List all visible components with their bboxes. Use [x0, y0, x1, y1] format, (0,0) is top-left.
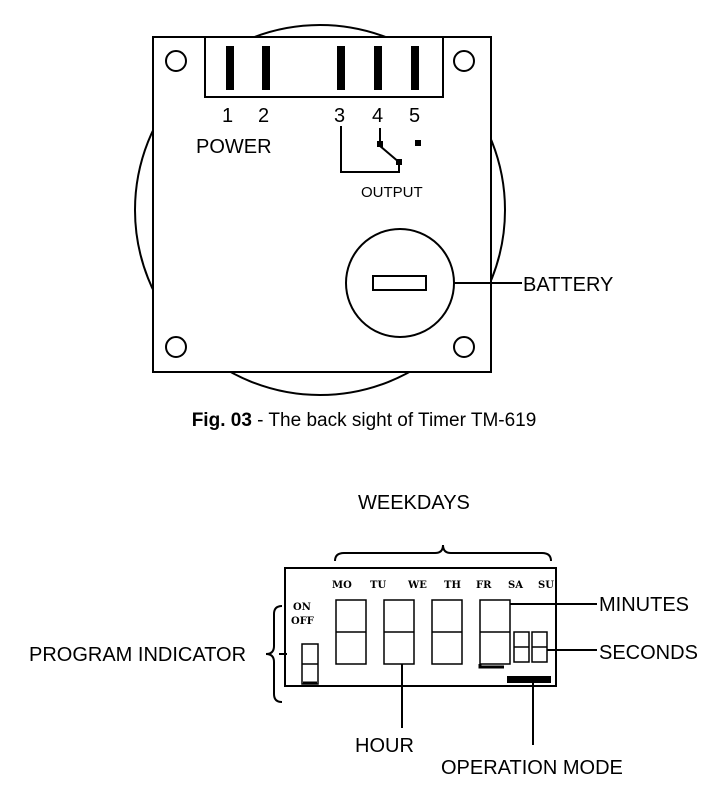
leader-lines — [279, 603, 597, 745]
day-label-tu: TU — [370, 580, 386, 591]
minute-digit-1 — [431, 599, 463, 665]
terminal-number-3: 3 — [334, 105, 345, 127]
terminal-number-1: 1 — [222, 105, 233, 127]
terminal-pin-3 — [337, 46, 345, 90]
minute-digit-2 — [478, 599, 511, 669]
day-label-sa: SA — [508, 580, 523, 591]
day-label-mo: MO — [332, 580, 352, 591]
screw-bottom-left — [165, 336, 187, 358]
seconds-digits — [513, 631, 548, 663]
output-label: OUTPUT — [361, 184, 423, 201]
caption-figure-number: Fig. 03 — [191, 410, 252, 431]
terminal-pin-1 — [226, 46, 234, 90]
caption-text: - The back sight of Timer TM-619 — [251, 410, 537, 431]
operation-mode-label: OPERATION MODE — [441, 757, 623, 779]
seconds-label: SECONDS — [599, 642, 698, 664]
program-indicator-bracket — [265, 605, 283, 703]
hour-digit-1 — [335, 599, 367, 665]
terminal-number-2: 2 — [258, 105, 269, 127]
weekdays-label: WEEKDAYS — [358, 492, 470, 514]
day-label-th: TH — [444, 580, 461, 591]
battery-label: BATTERY — [523, 274, 613, 296]
day-label-su: SU — [538, 580, 554, 591]
on-label: ON — [293, 602, 311, 613]
off-label: OFF — [291, 616, 314, 627]
time-digits — [335, 599, 511, 669]
figure-caption: Fig. 03 - The back sight of Timer TM-619 — [0, 410, 728, 432]
minutes-label: MINUTES — [599, 594, 689, 616]
terminal-pin-2 — [262, 46, 270, 90]
hour-label: HOUR — [355, 735, 414, 757]
timer-back-figure — [134, 24, 506, 396]
terminal-pins — [226, 46, 419, 90]
program-indicator-label: PROGRAM INDICATOR — [29, 644, 246, 666]
screw-top-left — [165, 50, 187, 72]
terminal-number-5: 5 — [409, 105, 420, 127]
terminal-pin-4 — [374, 46, 382, 90]
program-digit — [301, 643, 319, 685]
screw-top-right — [453, 50, 475, 72]
terminal-block — [204, 36, 444, 98]
screw-bottom-right — [453, 336, 475, 358]
day-label-we: WE — [407, 580, 427, 591]
timer-body-circle — [134, 24, 506, 396]
terminal-pin-5 — [411, 46, 419, 90]
weekdays-bracket — [334, 544, 552, 562]
battery-compartment — [345, 228, 522, 338]
terminal-number-4: 4 — [372, 105, 383, 127]
power-label: POWER — [196, 136, 272, 158]
lcd-screen — [284, 567, 557, 687]
day-label-fr: FR — [476, 580, 492, 591]
operation-mode-bar — [507, 676, 551, 683]
hour-digit-2 — [383, 599, 415, 665]
